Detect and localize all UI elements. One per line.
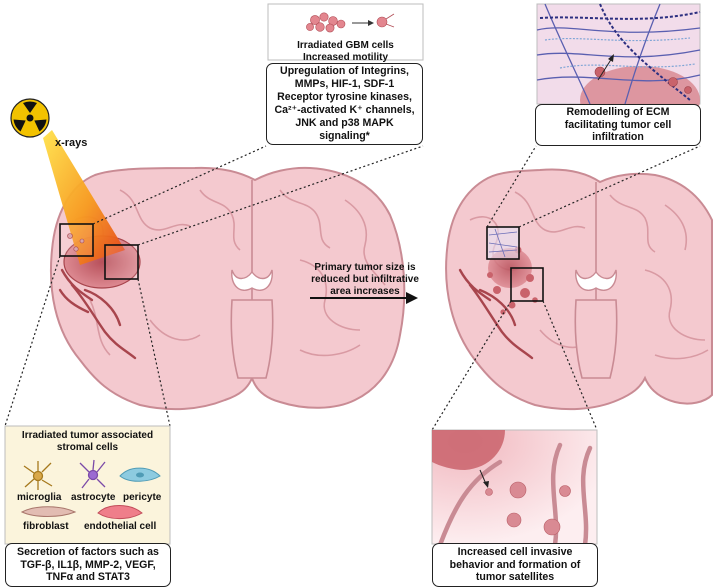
top-box-line: Upregulation of Integrins, bbox=[280, 65, 409, 78]
ecm-box-line: infiltration bbox=[592, 131, 644, 144]
microglia-label: microglia bbox=[17, 492, 62, 503]
center-arrow bbox=[310, 292, 418, 304]
right-zoom-ecm-lines bbox=[488, 228, 518, 258]
stroma-title-line: Irradiated tumor associated bbox=[21, 430, 154, 441]
astrocyte-label: astrocyte bbox=[71, 492, 116, 503]
arrow-caption-line: area increases bbox=[330, 285, 400, 297]
right-brain-outline bbox=[445, 168, 713, 411]
left-ventricles bbox=[231, 269, 273, 291]
right-brain bbox=[445, 168, 713, 411]
ecm-panel-textbox: Remodelling of ECM facilitating tumor ce… bbox=[535, 104, 701, 146]
left-vessels bbox=[58, 268, 137, 360]
top-panel-caption: Irradiated GBM cells Increased motility bbox=[268, 40, 423, 64]
stroma-title-line: stromal cells bbox=[56, 441, 119, 453]
satellite-panel-illustration bbox=[431, 429, 598, 548]
top-panel-caption-line1: Irradiated GBM cells bbox=[297, 40, 394, 51]
arrow-caption-line: Primary tumor size is bbox=[314, 262, 416, 273]
ecm-box-line: facilitating tumor cell bbox=[564, 118, 672, 131]
top-panel-illustration bbox=[267, 3, 424, 61]
stroma-box-line: TNFα and STAT3 bbox=[46, 571, 130, 584]
left-brainstem bbox=[230, 299, 274, 379]
right-zoom-square-bottom bbox=[510, 267, 544, 302]
left-brain-outline bbox=[49, 166, 406, 411]
connector-lines bbox=[4, 145, 701, 431]
xray-label: x-rays bbox=[55, 137, 88, 149]
top-box-line: Receptor tyrosine kinases, bbox=[277, 91, 412, 104]
satellite-box-line: tumor satellites bbox=[475, 571, 555, 584]
satellite-box-line: behavior and formation of bbox=[449, 558, 581, 571]
pericyte-nucleus bbox=[136, 472, 144, 478]
top-box-line: JNK and p38 MAPK bbox=[295, 116, 394, 129]
stroma-box-line: TGF-β, IL1β, MMP-2, VEGF, bbox=[20, 558, 156, 571]
left-zoom-square-right bbox=[104, 244, 139, 280]
left-zoom-cells bbox=[67, 233, 85, 252]
right-ventricles bbox=[575, 269, 617, 291]
stroma-panel-title: Irradiated tumor associated stromal cell… bbox=[5, 430, 170, 454]
top-panel-caption-line2: Increased motility bbox=[302, 51, 389, 63]
stroma-box-line: Secretion of factors such as bbox=[17, 545, 159, 558]
top-box-line: signaling* bbox=[319, 129, 370, 142]
left-brain bbox=[43, 130, 406, 411]
arrow-caption: Primary tumor size is reduced but infilt… bbox=[305, 262, 425, 297]
astrocyte-icon bbox=[79, 459, 106, 489]
satellite-box-line: Increased cell invasive bbox=[457, 545, 573, 558]
radiation-icon bbox=[10, 98, 50, 138]
satellite-panel-textbox: Increased cell invasive behavior and for… bbox=[432, 543, 598, 587]
xray-beam bbox=[43, 130, 125, 265]
ecm-panel-illustration bbox=[536, 3, 701, 134]
stroma-panel-illustration bbox=[4, 425, 171, 545]
microglia-icon bbox=[23, 461, 53, 490]
right-brainstem bbox=[574, 299, 618, 379]
fibroblast-icon bbox=[20, 506, 77, 517]
right-vessels bbox=[458, 268, 534, 360]
top-panel-textbox: Upregulation of Integrins, MMPs, HIF-1, … bbox=[266, 63, 423, 145]
ecm-box-line: Remodelling of ECM bbox=[566, 105, 670, 118]
fibroblast-label: fibroblast bbox=[23, 521, 69, 532]
endothelial-cell-label: endothelial cell bbox=[84, 521, 157, 532]
endothelial-cell-icon bbox=[97, 505, 143, 520]
top-box-line: MMPs, HIF-1, SDF-1 bbox=[294, 78, 395, 91]
arrow-caption-line: reduced but infiltrative bbox=[311, 273, 419, 285]
pericyte-label: pericyte bbox=[123, 492, 162, 503]
top-box-line: Ca²⁺-activated K⁺ channels, bbox=[274, 104, 415, 116]
stroma-panel-textbox: Secretion of factors such as TGF-β, IL1β… bbox=[5, 543, 171, 587]
